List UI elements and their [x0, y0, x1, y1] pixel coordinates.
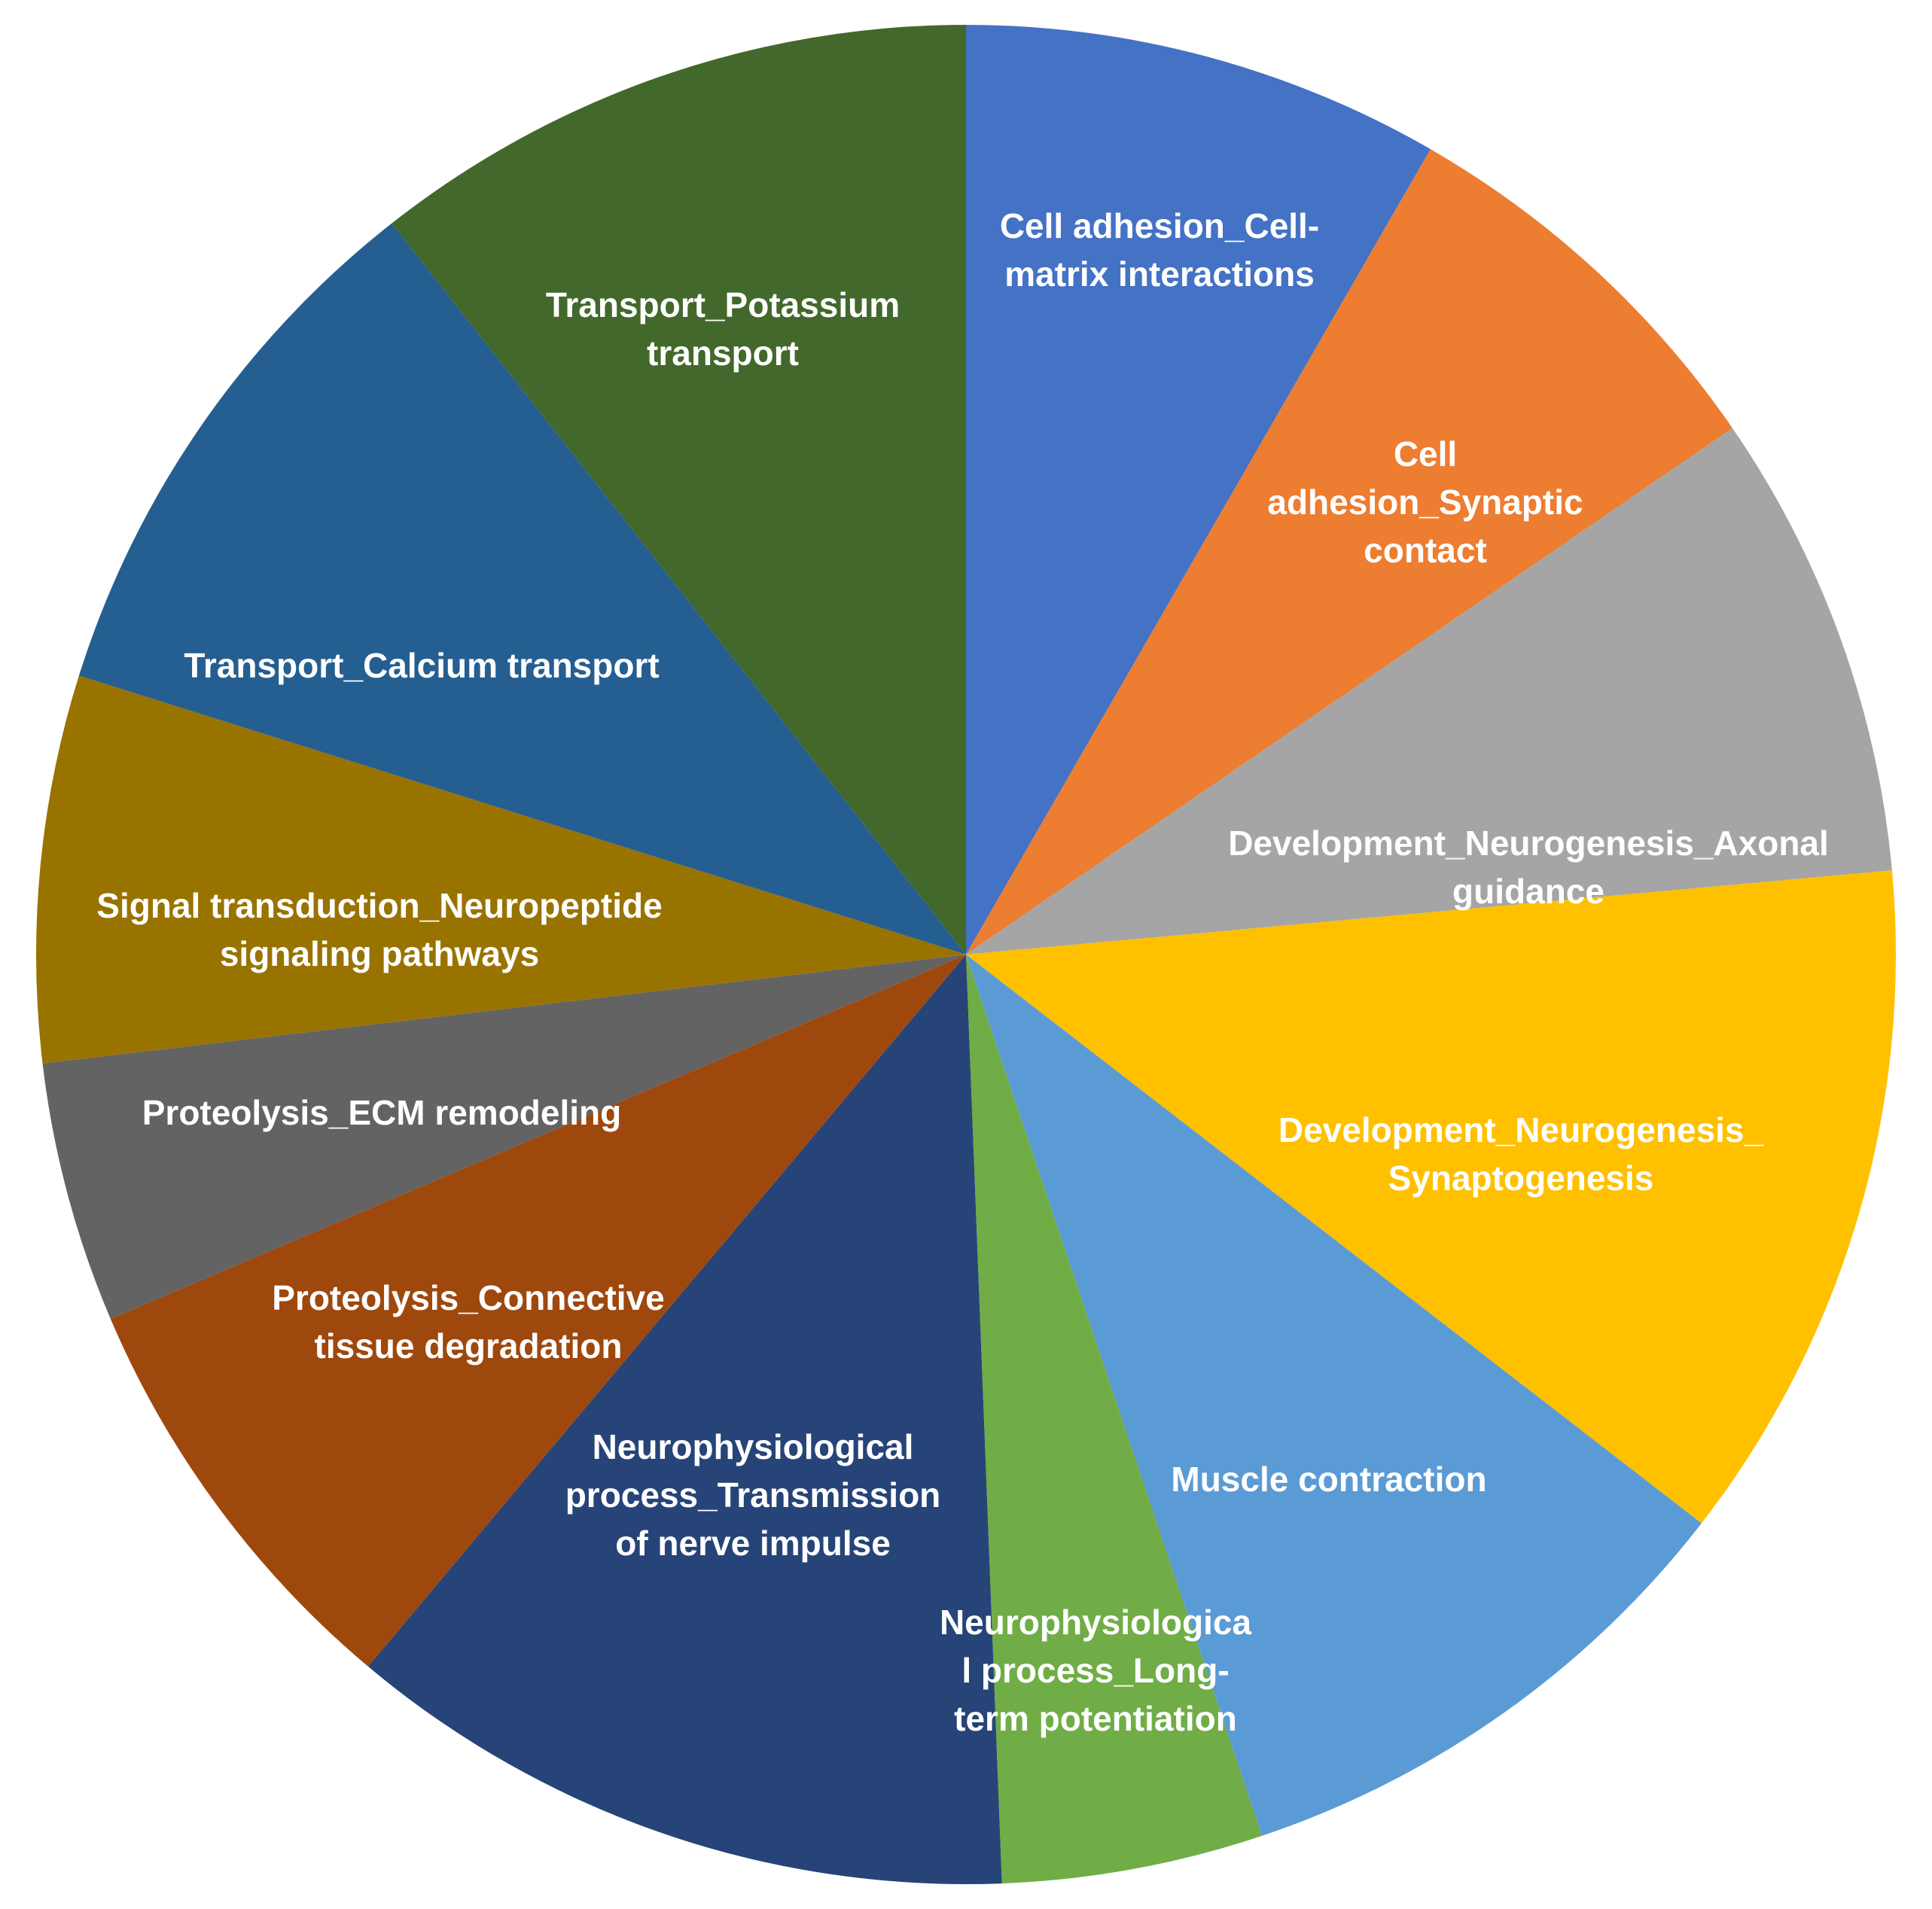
- pie-slices: [35, 25, 1897, 1885]
- slice-label-line: tissue degradation: [315, 1326, 623, 1366]
- pie-slice: [392, 25, 966, 954]
- slice-label-line: Synaptogenesis: [1388, 1158, 1654, 1198]
- slice-label: Transport_Potassium transport: [546, 285, 900, 373]
- slice-label-line: of nerve impulse: [615, 1524, 891, 1563]
- slice-label-line: Proteolysis_ECM remodeling: [142, 1093, 622, 1132]
- slice-label-line: l process_Long-: [961, 1651, 1229, 1690]
- slice-label: Transport_Calcium transport: [184, 646, 659, 685]
- pie-slice: [966, 428, 1892, 954]
- slice-label-line: Development_Neurogenesis_: [1278, 1110, 1764, 1149]
- slice-label-line: adhesion_Synaptic: [1267, 483, 1583, 522]
- pie-labels: Cell adhesion_Cell-matrix interactionsCe…: [96, 206, 1829, 1738]
- slice-label-line: contact: [1364, 531, 1487, 570]
- slice-label: Development_Neurogenesis_Axonal guidance: [1228, 824, 1829, 911]
- slice-label-line: Transport_Potassium: [546, 285, 900, 324]
- slice-label: Proteolysis_ECM remodeling: [142, 1093, 622, 1132]
- slice-label-line: guidance: [1452, 872, 1604, 911]
- slice-label-line: process_Transmission: [565, 1475, 941, 1515]
- slice-label: Neurophysiologica l process_Long-term pot…: [940, 1603, 1251, 1738]
- slice-label-line: Cell adhesion_Cell-: [1000, 206, 1319, 245]
- slice-label-line: transport: [647, 333, 799, 373]
- pie-slice: [35, 675, 967, 1064]
- slice-label-line: Development_Neurogenesis_Axonal: [1228, 824, 1829, 863]
- pie-slice: [42, 954, 966, 1320]
- slice-label-line: matrix interactions: [1004, 254, 1315, 294]
- pie-slice: [966, 954, 1263, 1884]
- slice-label: Muscle contraction: [1171, 1460, 1486, 1499]
- pie-slice: [966, 954, 1702, 1836]
- slice-label: Development_Neurogenesis_ Synaptogenesis: [1278, 1110, 1764, 1198]
- slice-label: Cell adhesion_Cell-matrix interactions: [1000, 206, 1319, 294]
- slice-label-line: signaling pathways: [220, 934, 539, 973]
- slice-label-line: term potentiation: [954, 1699, 1237, 1738]
- pie-slice: [966, 870, 1897, 1524]
- pie-slice: [110, 954, 966, 1667]
- pie-slice: [966, 25, 1431, 954]
- slice-label-line: Cell: [1394, 434, 1457, 473]
- slice-label: Signal transduction_Neuropeptide signalin…: [96, 886, 662, 973]
- slice-label-line: Signal transduction_Neuropeptide: [96, 886, 662, 925]
- slice-label-line: Muscle contraction: [1171, 1460, 1486, 1499]
- pie-slice: [966, 149, 1732, 954]
- pie-slice: [367, 954, 1002, 1885]
- pie-slice: [78, 223, 967, 954]
- slice-label-line: Proteolysis_Connective: [272, 1278, 665, 1317]
- slice-label-line: Transport_Calcium transport: [184, 646, 659, 685]
- slice-label-line: Neurophysiologica: [940, 1603, 1251, 1642]
- slice-label-line: Neurophysiological: [593, 1427, 914, 1466]
